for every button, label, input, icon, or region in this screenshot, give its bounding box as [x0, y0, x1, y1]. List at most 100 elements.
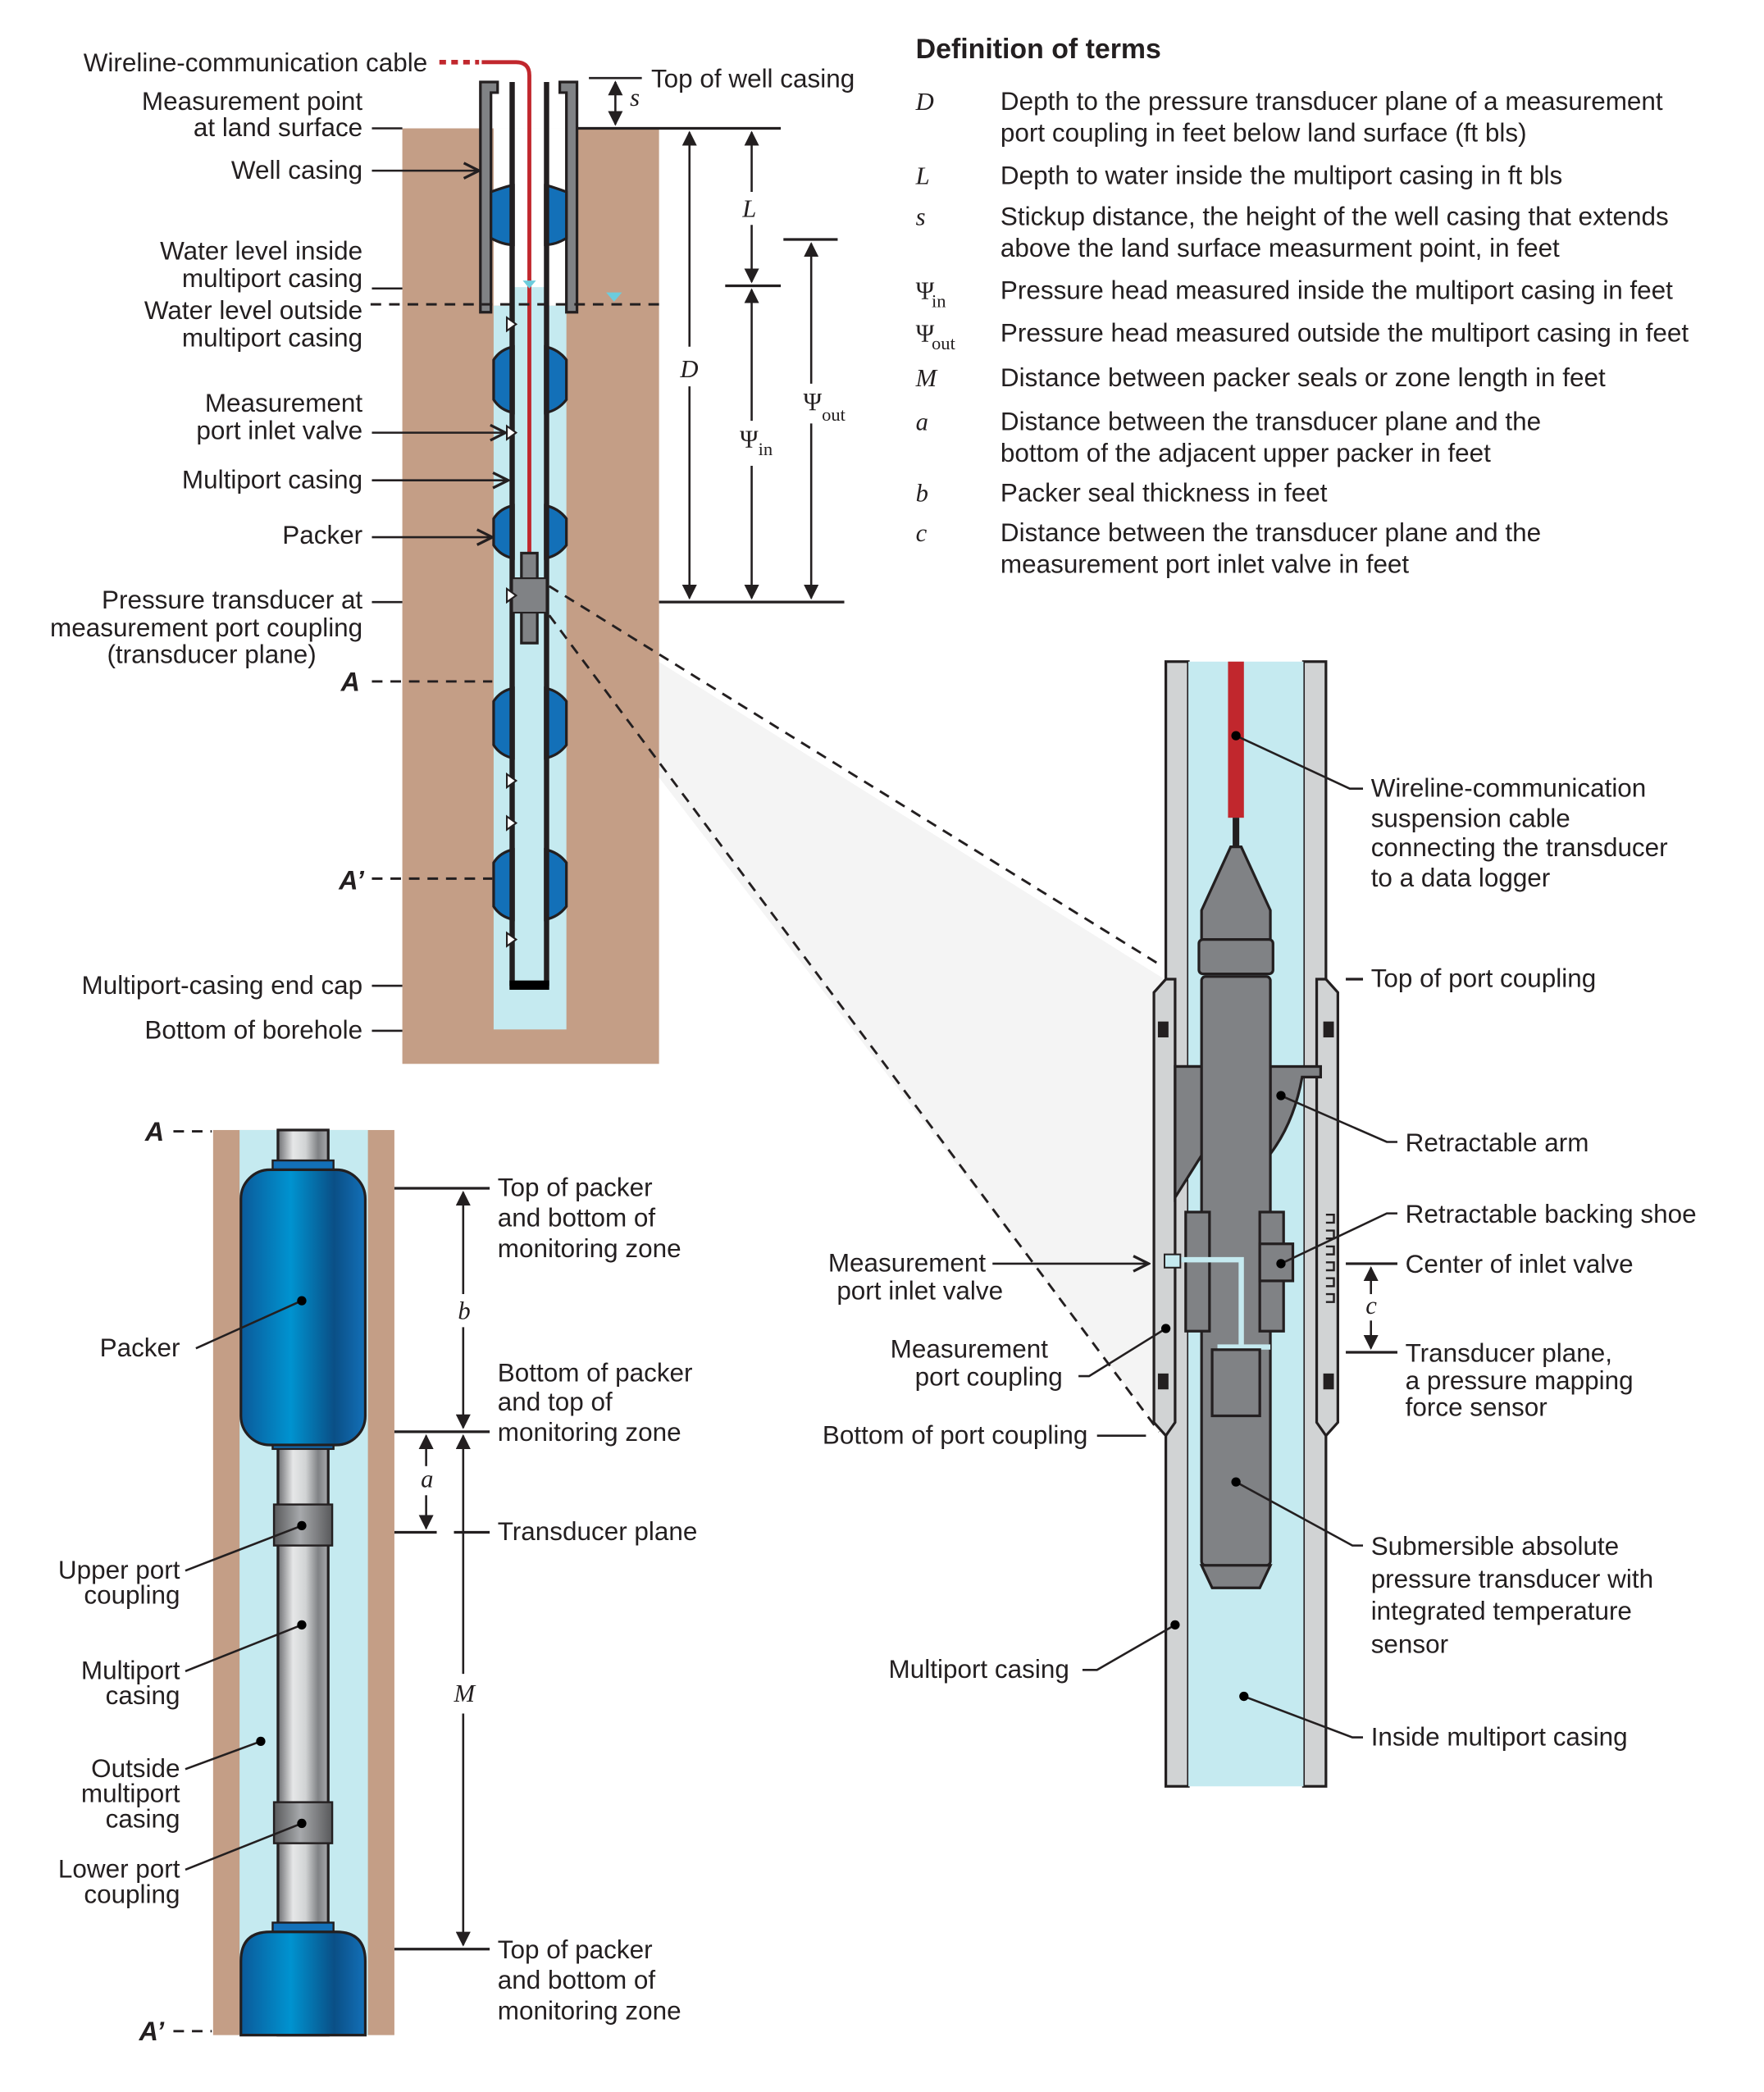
definition-symbol: b	[916, 480, 928, 508]
section-leaders	[185, 1299, 303, 1871]
definition-text: Distance between the transducer plane an…	[1001, 407, 1541, 435]
label-lower-coupling-2: coupling	[84, 1880, 180, 1908]
label-detail-cable-3: connecting the transducer	[1371, 833, 1668, 862]
label-section-multiport-2: casing	[106, 1681, 180, 1710]
label-transducer-plane: Transducer plane	[498, 1517, 698, 1546]
dim-M-label: M	[454, 1680, 476, 1707]
label-inlet-1: Measurement	[205, 389, 363, 417]
definition-text: Depth to the pressure transducer plane o…	[1001, 87, 1663, 116]
dim-psi-in-sub: in	[759, 439, 773, 459]
label-detail-multiport: Multiport casing	[889, 1655, 1069, 1684]
section-a-a-prime: b a M A A’ Top of packer and bottom of m…	[58, 1117, 697, 2046]
overview-well: s D L Ψ in Ψ out Wireline-communication …	[50, 48, 1165, 1436]
definition-symbol-subscript: out	[932, 333, 956, 353]
definition-text: Distance between the transducer plane an…	[1001, 518, 1541, 547]
detail-sensing-channel	[1165, 1256, 1271, 1350]
label-upper-coupling-1: Upper port	[58, 1556, 180, 1584]
label-transducer-2: measurement port coupling	[50, 613, 362, 642]
label-meas-point-2: at land surface	[194, 113, 362, 142]
label-wl-outside-1: Water level outside	[144, 296, 362, 325]
definition-text: port coupling in feet below land surface…	[1001, 119, 1527, 148]
label-tp-2: a pressure mapping	[1406, 1366, 1634, 1395]
label-detail-inlet-2: port inlet valve	[836, 1276, 1003, 1305]
label-top-coupling: Top of port coupling	[1371, 964, 1597, 993]
label-detail-coupling-1: Measurement	[891, 1334, 1049, 1363]
label-meas-point-1: Measurement point	[142, 87, 363, 116]
definition-symbol: a	[916, 408, 928, 435]
label-upper-coupling-2: coupling	[84, 1581, 180, 1610]
dim-psi-out-sub: out	[822, 404, 846, 425]
definition-text: Pressure head measured outside the multi…	[1001, 318, 1689, 347]
dim-c-label: c	[1365, 1292, 1377, 1319]
label-section-packer: Packer	[100, 1333, 180, 1362]
dim-psi-out-label: Ψ	[803, 388, 822, 416]
definition-symbol-subscript: in	[932, 290, 946, 311]
label-bottom-coupling: Bottom of port coupling	[823, 1420, 1087, 1449]
label-end-cap: Multiport-casing end cap	[82, 971, 363, 1000]
definition-text: Distance between packer seals or zone le…	[1001, 363, 1606, 392]
label-transducer-1: Pressure transducer at	[102, 586, 362, 614]
definition-text: Pressure head measured inside the multip…	[1001, 276, 1673, 305]
definition-text: Depth to water inside the multiport casi…	[1001, 161, 1562, 189]
water-level-outside-marker	[606, 292, 622, 302]
label-wl-inside-1: Water level inside	[160, 236, 362, 265]
label-top-packer2-2: and bottom of	[498, 1966, 656, 1994]
label-sensor-4: sensor	[1371, 1629, 1448, 1658]
label-detail-cable-4: to a data logger	[1371, 864, 1551, 892]
definition-text: measurement port inlet valve in feet	[1001, 550, 1410, 579]
label-well-casing: Well casing	[231, 156, 362, 185]
definition-row: L Depth to water inside the multiport cas…	[915, 161, 1563, 189]
label-detail-inlet-1: Measurement	[828, 1249, 987, 1278]
dim-L-label: L	[741, 195, 756, 223]
label-bottom-packer-2: and top of	[498, 1388, 613, 1416]
label-backing-shoe: Retractable backing shoe	[1406, 1200, 1697, 1228]
end-cap	[509, 980, 549, 990]
label-tp-1: Transducer plane,	[1406, 1338, 1612, 1367]
label-packer: Packer	[282, 521, 362, 549]
label-outside-3: casing	[106, 1804, 180, 1833]
detail-backing-shoe	[1258, 1242, 1295, 1283]
label-detail-inside: Inside multiport casing	[1371, 1722, 1628, 1751]
label-sensor-1: Submersible absolute	[1371, 1532, 1619, 1561]
detail-shoe-teeth	[1325, 1214, 1335, 1303]
label-lower-coupling-1: Lower port	[58, 1855, 180, 1884]
definition-text: above the land surface measurment point,…	[1001, 234, 1560, 262]
definition-row: D Depth to the pressure transducer plane …	[915, 87, 1663, 148]
dim-b-label: b	[458, 1297, 470, 1325]
definition-symbol: c	[916, 519, 928, 547]
definition-symbol: D	[915, 88, 934, 116]
label-top-packer2-3: monitoring zone	[498, 1996, 681, 2025]
label-top-casing: Top of well casing	[651, 64, 855, 93]
dim-s-label: s	[630, 84, 640, 112]
label-detail-coupling-2: port coupling	[915, 1362, 1063, 1391]
zoom-ray-lower	[548, 614, 1160, 1433]
dim-D-label: D	[679, 355, 698, 383]
definition-text: bottom of the adjacent upper packer in f…	[1001, 439, 1491, 467]
label-retract-arm: Retractable arm	[1406, 1128, 1589, 1157]
definition-symbol: L	[915, 162, 930, 189]
water-level-inside-marker	[522, 280, 536, 289]
section-label-a-prime: A’	[139, 2017, 166, 2046]
label-outside-2: multiport	[81, 1780, 180, 1808]
label-wl-outside-2: multiport casing	[182, 324, 362, 353]
definition-row: b Packer seal thickness in feet	[916, 479, 1328, 508]
label-sensor-2: pressure transducer with	[1371, 1565, 1653, 1593]
label-detail-cable-2: suspension cable	[1371, 804, 1570, 832]
definition-text: Packer seal thickness in feet	[1001, 479, 1328, 508]
detail-coupling-right	[1315, 978, 1339, 1438]
label-top-packer2-1: Top of packer	[498, 1935, 653, 1964]
definition-row: c Distance between the transducer plane a…	[916, 518, 1541, 579]
detail-coupling-left	[1152, 978, 1177, 1438]
inlet-valves	[506, 316, 518, 948]
label-multiport-casing: Multiport casing	[182, 465, 362, 494]
label-section-multiport-1: Multiport	[81, 1657, 180, 1685]
port-coupling-detail: c Wireline-communication suspension cabl…	[823, 660, 1697, 1788]
section-label-a: A	[144, 1117, 164, 1146]
label-sensor-3: integrated temperature	[1371, 1597, 1632, 1625]
label-cable: Wireline-communication cable	[84, 48, 428, 77]
label-outside-1: Outside	[91, 1754, 180, 1783]
label-borehole-bottom: Bottom of borehole	[144, 1016, 362, 1045]
